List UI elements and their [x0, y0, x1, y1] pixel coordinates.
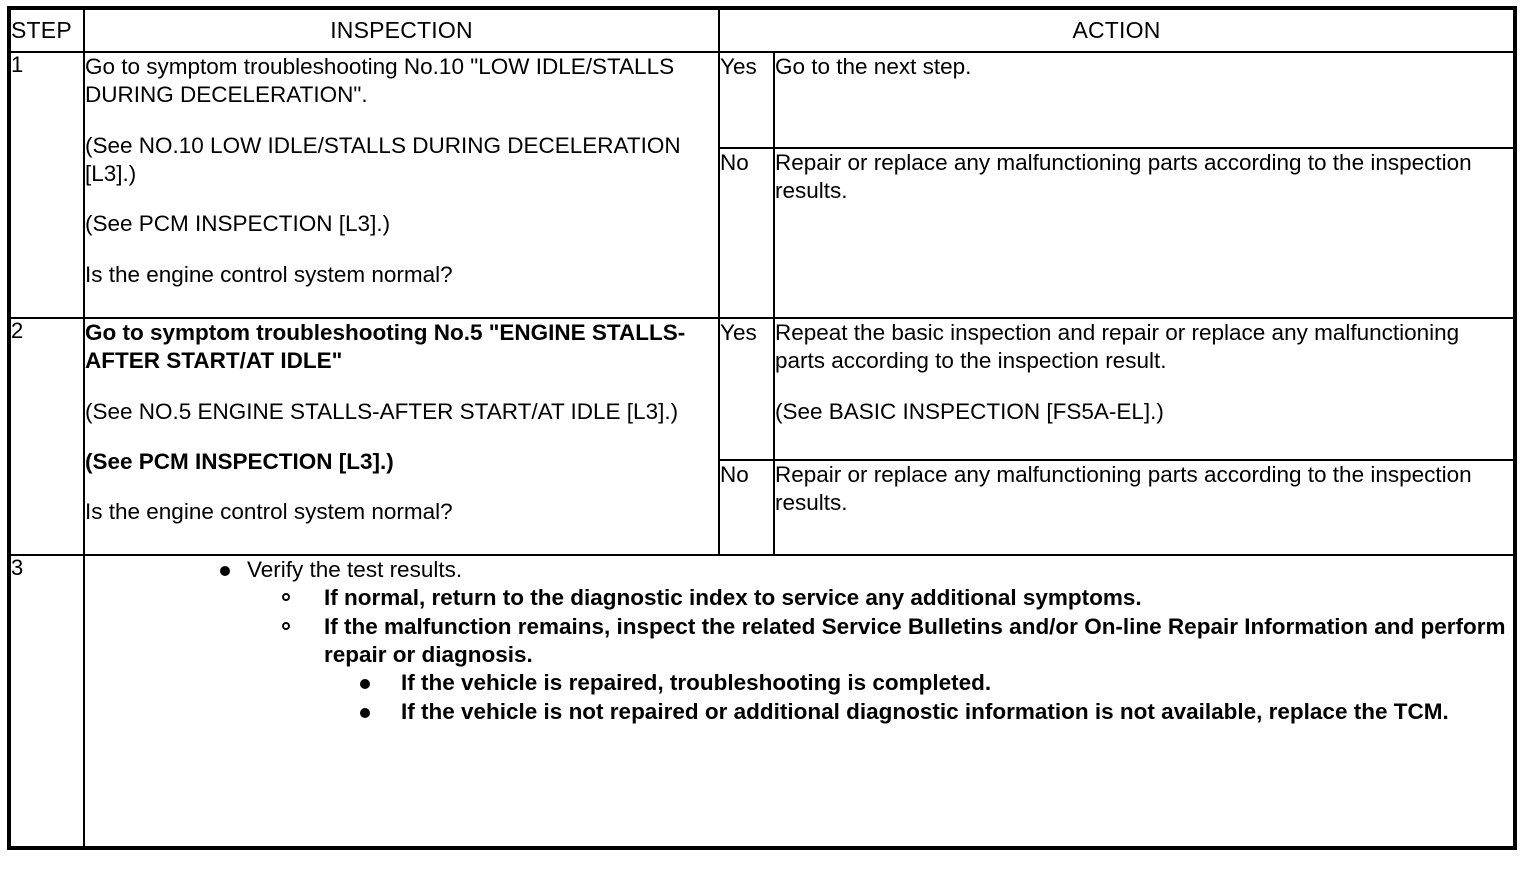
action-cell-no: Repair or replace any malfunctioning par… — [773, 147, 1516, 319]
bullet-filled-icon — [360, 707, 370, 718]
inspection-paragraph: (See NO.5 ENGINE STALLS-AFTER START/AT I… — [85, 398, 679, 424]
column-header-action: ACTION — [718, 7, 1516, 53]
action-cell-yes: Go to the next step. — [773, 51, 1516, 149]
table-row: 1 Go to symptom troubleshooting No.10 "L… — [8, 51, 1516, 319]
action-cell-yes: Repeat the basic inspection and repair o… — [773, 317, 1516, 461]
inspection-paragraph: Is the engine control system normal? — [85, 261, 453, 287]
inspection-paragraph: (See PCM INSPECTION [L3].) — [85, 449, 394, 475]
inspection-cell: Go to symptom troubleshooting No.5 "ENGI… — [83, 317, 720, 556]
list-item: Verify the test results. If normal, retu… — [85, 556, 1513, 726]
step-number: 2 — [8, 317, 85, 556]
list-item: If the malfunction remains, inspect the … — [247, 613, 1513, 726]
answer-label-yes: Yes — [718, 51, 775, 149]
bullet-filled-icon — [220, 566, 230, 576]
bullet-list-level1: Verify the test results. If normal, retu… — [85, 556, 1513, 726]
bullet-list-level3: If the vehicle is repaired, troubleshoot… — [324, 669, 1513, 726]
bullet-text: If the vehicle is repaired, troubleshoot… — [401, 670, 992, 696]
column-header-inspection: INSPECTION — [83, 7, 720, 53]
table-row: 2 Go to symptom troubleshooting No.5 "EN… — [8, 317, 1516, 556]
inspection-paragraph: Is the engine control system normal? — [85, 499, 453, 525]
action-paragraph: Repeat the basic inspection and repair o… — [775, 320, 1460, 374]
list-item: If the vehicle is not repaired or additi… — [324, 698, 1513, 726]
table-row: 3 Verify the test results. If normal, re… — [8, 554, 1516, 849]
bullet-text: Verify the test results. — [247, 557, 463, 582]
bullet-text: If normal, return to the diagnostic inde… — [324, 585, 1142, 611]
table-row: No Repair or replace any malfunctioning … — [9, 459, 1516, 556]
bullet-hollow-icon — [282, 593, 290, 602]
list-item: If normal, return to the diagnostic inde… — [247, 584, 1513, 612]
column-header-step: STEP — [8, 7, 85, 53]
bullet-filled-icon — [360, 679, 370, 690]
bullet-text: If the vehicle is not repaired or additi… — [401, 698, 1449, 724]
inspection-paragraph: (See NO.10 LOW IDLE/STALLS DURING DECELE… — [85, 132, 681, 187]
troubleshooting-table: STEP INSPECTION ACTION 1 Go to symptom t… — [7, 6, 1517, 850]
header-row: STEP INSPECTION ACTION — [8, 7, 1516, 53]
table-row: No Repair or replace any malfunctioning … — [9, 147, 1516, 319]
action-cell-no: Repair or replace any malfunctioning par… — [773, 459, 1516, 556]
verification-cell: Verify the test results. If normal, retu… — [83, 554, 1516, 849]
inspection-cell: Go to symptom troubleshooting No.10 "LOW… — [83, 51, 720, 319]
bullet-hollow-icon — [282, 621, 290, 630]
list-item: If the vehicle is repaired, troubleshoot… — [324, 669, 1513, 697]
bullet-text: If the malfunction remains, inspect the … — [324, 613, 1506, 668]
answer-label-yes: Yes — [718, 317, 775, 461]
bullet-list-level2: If normal, return to the diagnostic inde… — [247, 584, 1513, 726]
inspection-paragraph: Go to symptom troubleshooting No.10 "LOW… — [85, 54, 675, 108]
table-body: 1 Go to symptom troubleshooting No.10 "L… — [8, 51, 1516, 849]
inspection-paragraph: (See PCM INSPECTION [L3].) — [85, 211, 391, 237]
step-number: 1 — [8, 51, 85, 319]
step-number: 3 — [8, 554, 85, 849]
inspection-paragraph: Go to symptom troubleshooting No.5 "ENGI… — [85, 320, 686, 374]
action-paragraph: Repair or replace any malfunctioning par… — [775, 462, 1472, 516]
action-paragraph: (See BASIC INSPECTION [FS5A-EL].) — [775, 398, 1164, 424]
action-paragraph: Repair or replace any malfunctioning par… — [775, 150, 1472, 204]
answer-label-no: No — [718, 147, 775, 319]
answer-label-no: No — [718, 459, 775, 556]
table-header: STEP INSPECTION ACTION — [8, 7, 1516, 53]
action-paragraph: Go to the next step. — [775, 54, 972, 79]
